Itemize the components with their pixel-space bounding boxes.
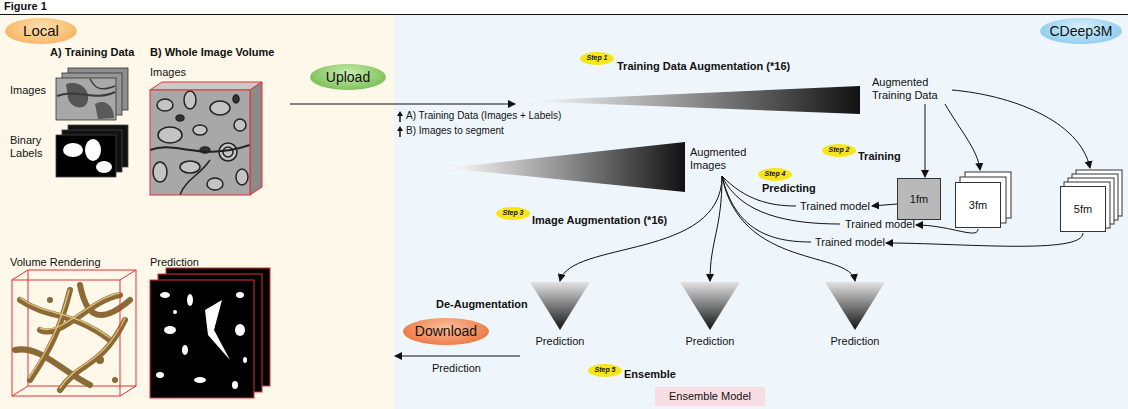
training-images-stack <box>56 68 128 120</box>
triangle-shape <box>530 282 590 330</box>
image-label: Volume Rendering <box>10 256 101 269</box>
header-rule <box>0 14 1128 15</box>
section-label: B) Whole Image Volume <box>150 46 274 59</box>
image-volume-cube <box>150 82 262 195</box>
node-text: Step 2 <box>828 146 849 154</box>
step-title: Ensemble <box>624 368 676 381</box>
step-badge: Step 4 <box>758 168 792 181</box>
node-text: Step 3 <box>502 209 523 217</box>
model-box: 3fm <box>955 182 1001 228</box>
step-title: De-Augmentation <box>436 298 528 311</box>
image-label: Images <box>150 66 186 79</box>
image-label: Binary Labels <box>10 134 52 159</box>
step-title: Predicting <box>762 182 816 195</box>
node-text: Step 4 <box>764 170 785 178</box>
node-text: Download <box>415 323 477 339</box>
node-text: Ensemble Model <box>669 390 751 403</box>
image-label: Images <box>10 84 46 97</box>
prediction-slices <box>150 268 270 398</box>
model-box: 1fm <box>897 178 941 220</box>
step-badge: Step 1 <box>580 52 614 65</box>
node-text: Prediction <box>536 335 585 348</box>
triangle-fill <box>680 282 740 330</box>
upload-item: A) Training Data (Images + Labels) <box>406 110 561 122</box>
flow-lines <box>560 90 1090 281</box>
binary-labels-stack <box>56 125 128 177</box>
prediction-triangle: Prediction <box>680 282 740 348</box>
action-badge: Download <box>403 318 489 345</box>
upload-item: B) Images to segment <box>406 125 504 137</box>
model-label: Trained model <box>845 218 915 231</box>
step-badge: Step 3 <box>496 207 530 220</box>
section-badge: Local <box>5 18 77 44</box>
figure-title: Figure 1 <box>4 0 47 13</box>
prediction-triangle: Prediction <box>530 282 590 348</box>
data-label: Augmented Training Data <box>872 76 952 101</box>
node-text: CDeep3M <box>1049 23 1112 39</box>
triangle-shape <box>825 282 885 330</box>
node-text: 3fm <box>969 199 987 212</box>
transfer-arrows <box>290 104 520 356</box>
volume-rendering <box>12 270 136 396</box>
node-text: Local <box>23 22 59 39</box>
model-label: Trained model <box>815 236 885 249</box>
triangle-fill <box>825 282 885 330</box>
augmentation-wedge <box>445 142 685 192</box>
local-panel <box>0 15 394 409</box>
step-badge: Step 2 <box>822 144 856 157</box>
step-badge: Step 5 <box>588 364 622 377</box>
data-label: Augmented Images <box>690 146 754 171</box>
node-text: Step 5 <box>594 366 615 374</box>
action-badge: Upload <box>310 64 386 90</box>
download-label: Prediction <box>432 362 481 375</box>
step-title: Image Augmentation (*16) <box>532 214 667 227</box>
prediction-triangle: Prediction <box>825 282 885 348</box>
step-title: Training Data Augmentation (*16) <box>617 60 790 73</box>
upload-icons <box>397 111 403 137</box>
section-badge: CDeep3M <box>1040 18 1122 44</box>
node-text: Upload <box>326 69 370 85</box>
section-label: A) Training Data <box>50 46 134 59</box>
node-text: Step 1 <box>586 54 607 62</box>
node-text: Prediction <box>686 335 735 348</box>
augmentation-wedge <box>522 86 860 114</box>
cloud-panel <box>394 15 1128 409</box>
image-label: Prediction <box>150 256 199 269</box>
triangle-shape <box>680 282 740 330</box>
node-text: 1fm <box>910 193 928 206</box>
node-text: 5fm <box>1074 203 1092 216</box>
triangle-fill <box>530 282 590 330</box>
ensemble-box: Ensemble Model <box>655 387 765 406</box>
model-label: Trained model <box>800 200 870 213</box>
model-box: 5fm <box>1060 186 1106 232</box>
step-title: Training <box>858 150 901 163</box>
node-text: Prediction <box>831 335 880 348</box>
